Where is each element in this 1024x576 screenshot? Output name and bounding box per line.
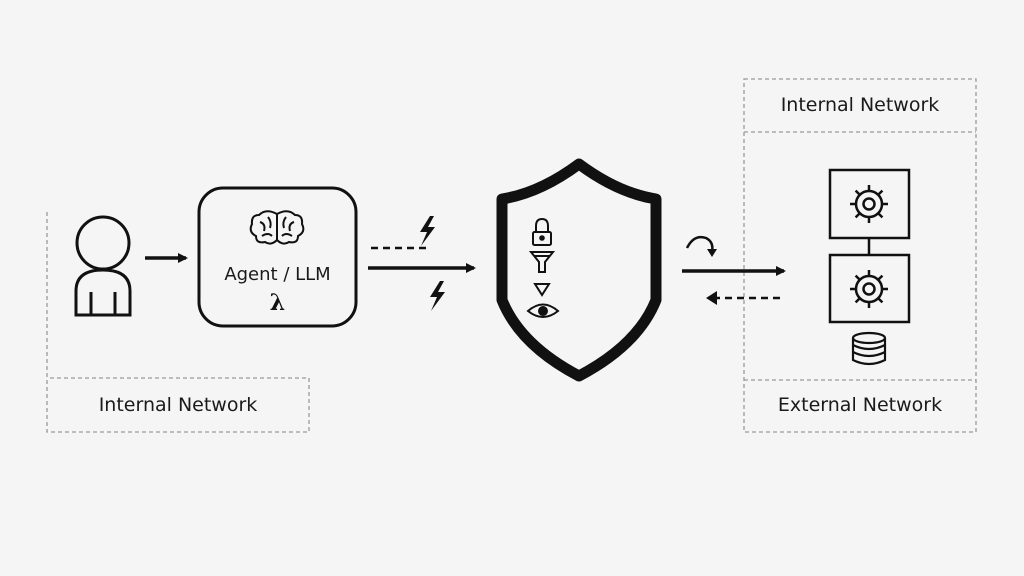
- eye-icon: [526, 303, 560, 318]
- agent-title: Agent / LLM: [224, 264, 331, 285]
- agent-symbol: λ: [269, 290, 286, 316]
- database-icon: [851, 331, 887, 366]
- service-box-bottom: [828, 253, 911, 324]
- gear-icon: [850, 185, 888, 223]
- lock-icon: [532, 217, 552, 246]
- left-network-zone: [46, 212, 310, 433]
- left-zone-label: Internal Network: [98, 394, 258, 416]
- return-arrowhead: [706, 291, 717, 305]
- service-box-top: [828, 168, 911, 240]
- curved-arrow-icon: [685, 235, 717, 257]
- lightning-icon: [420, 216, 435, 246]
- right-zone-bottom-label: External Network: [777, 394, 943, 416]
- filter-icon: [528, 251, 556, 273]
- brain-icon: [249, 210, 305, 245]
- right-zone-top-label: Internal Network: [780, 94, 940, 116]
- user-icon: [74, 215, 132, 317]
- agent-box: [197, 186, 358, 328]
- triangle-down-icon: [533, 283, 551, 297]
- gear-icon: [850, 270, 888, 308]
- shield-icon: [496, 158, 662, 382]
- right-network-zone: [743, 78, 977, 433]
- lightning-icon: [430, 281, 445, 311]
